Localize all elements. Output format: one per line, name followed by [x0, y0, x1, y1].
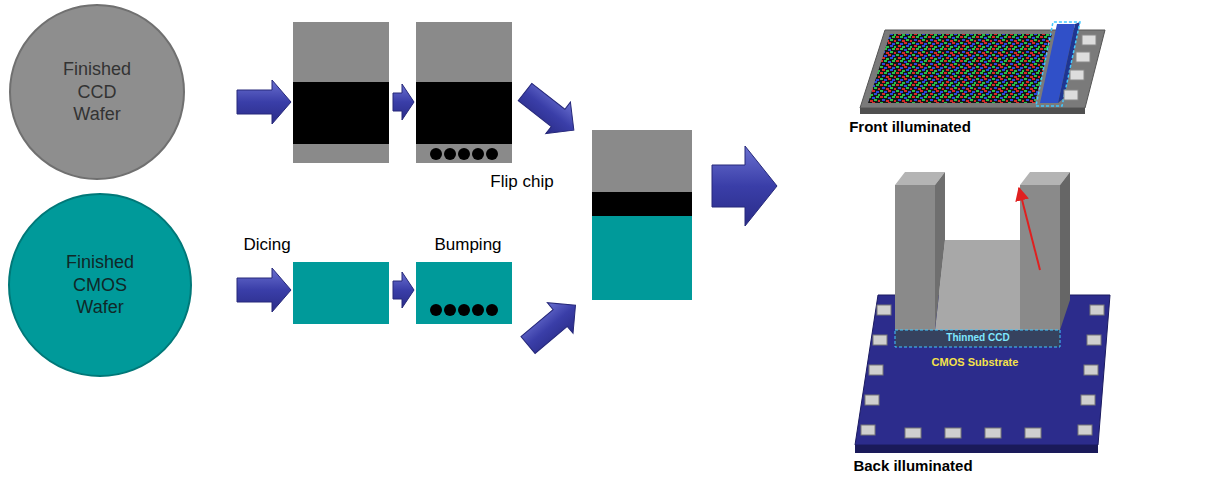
thinned-ccd-outline — [895, 330, 1060, 347]
bond-pad — [1087, 335, 1101, 345]
wafer-label: Finished CMOS Wafer — [60, 251, 140, 319]
solder-bump — [486, 304, 498, 316]
stack-ccd — [592, 130, 692, 192]
solder-bump — [472, 148, 484, 160]
ccd-wall — [895, 185, 935, 330]
stack-cmos — [592, 216, 692, 300]
solder-bump — [444, 148, 456, 160]
bond-pad — [1076, 52, 1090, 62]
process-arrow — [515, 290, 588, 360]
process-label: Front illuminated — [849, 118, 971, 135]
ccd-chip-band — [416, 82, 512, 144]
bond-pad — [865, 395, 879, 405]
bond-pad — [877, 305, 891, 315]
process-label: CMOS Substrate — [932, 356, 1019, 369]
correspondence-arrow — [1019, 188, 1040, 270]
ccd-chip-top — [293, 22, 389, 82]
ccd-chip-band — [293, 82, 389, 144]
pixel-array — [868, 34, 1052, 103]
process-label: Back illuminated — [853, 457, 972, 474]
cmos-chip — [416, 262, 512, 324]
bond-pad — [985, 428, 1001, 438]
solder-bump — [444, 304, 456, 316]
solder-bump — [458, 304, 470, 316]
wafer-label: Finished CCD Wafer — [57, 58, 137, 126]
stack-band — [592, 192, 692, 216]
thinned-ccd-layer — [895, 330, 1060, 347]
process-arrow — [393, 272, 414, 308]
sensor-board-edge — [860, 108, 1085, 114]
solder-bump — [430, 148, 442, 160]
bond-pad — [861, 425, 875, 435]
bond-pad — [1078, 425, 1092, 435]
bond-pad — [873, 335, 887, 345]
wafer-circle: Finished CMOS Wafer — [8, 193, 192, 377]
bond-pad — [869, 365, 883, 375]
process-arrow — [712, 146, 777, 226]
substrate-edge — [855, 445, 1098, 453]
ccd-wall-side — [935, 172, 945, 330]
bond-pad — [905, 428, 921, 438]
solder-bump — [472, 304, 484, 316]
solder-bump — [486, 148, 498, 160]
ccd-wall — [1020, 185, 1060, 330]
solder-bump — [430, 304, 442, 316]
bond-pad — [1081, 395, 1095, 405]
bond-pad — [1025, 428, 1041, 438]
ccd-chip-top — [416, 22, 512, 82]
cmos-chip — [293, 262, 389, 324]
process-arrow — [237, 268, 291, 312]
wafer-circle: Finished CCD Wafer — [9, 4, 185, 180]
process-label: Bumping — [434, 235, 501, 255]
ccd-wall-side — [1060, 172, 1070, 330]
thinned-ccd-floor — [935, 240, 1030, 330]
process-arrow — [515, 290, 588, 360]
process-label: Dicing — [243, 235, 290, 255]
process-label: Thinned CCD — [946, 332, 1009, 344]
bond-pad — [1090, 305, 1104, 315]
bond-pad — [945, 428, 961, 438]
process-arrow — [237, 80, 291, 124]
bond-pad — [1082, 35, 1096, 45]
bond-pad — [1084, 365, 1098, 375]
process-arrow — [513, 76, 586, 146]
solder-bump — [458, 148, 470, 160]
ccd-chip-bottom — [416, 144, 512, 163]
process-arrow — [393, 84, 414, 120]
bond-pad — [1064, 90, 1078, 100]
readout-outline — [1036, 22, 1080, 106]
process-label: Flip chip — [490, 172, 553, 192]
ccd-chip-bottom — [293, 144, 389, 163]
process-arrow — [513, 76, 586, 146]
bond-pad — [1070, 70, 1084, 80]
